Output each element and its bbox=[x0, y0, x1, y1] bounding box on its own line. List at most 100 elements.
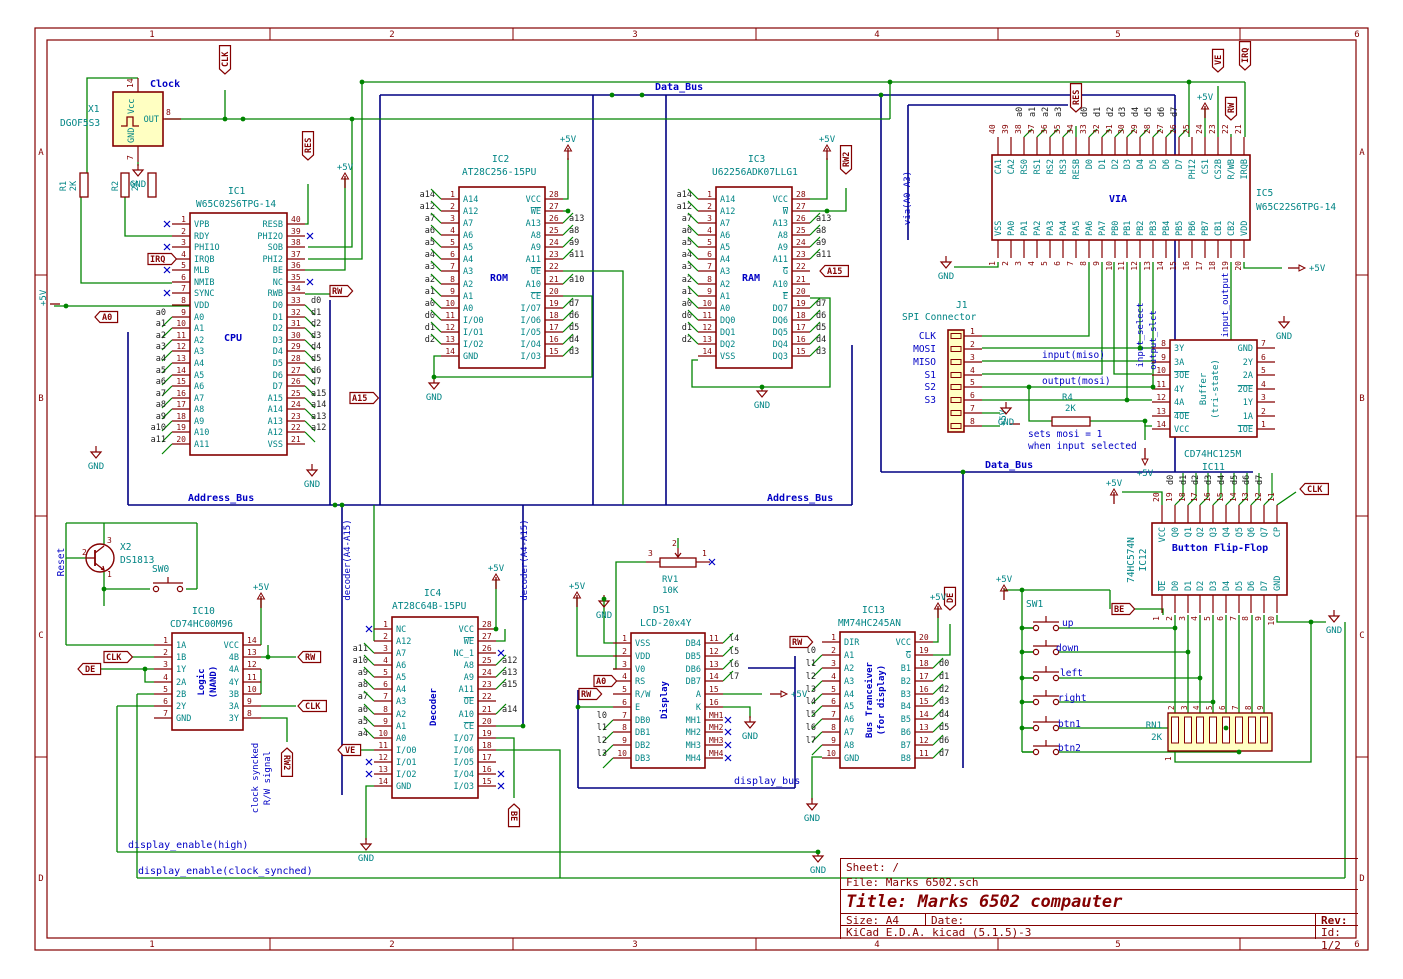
component-DS1[interactable]: 1VSS2VDD3V04RS5R/W6E7DB0l08DB1l19DB2l210… bbox=[597, 632, 740, 769]
net-label-DE[interactable]: DE bbox=[943, 586, 957, 611]
wire[interactable] bbox=[563, 158, 569, 200]
power-5v[interactable]: +5V bbox=[253, 583, 270, 608]
wire[interactable] bbox=[576, 597, 613, 657]
power-5v[interactable]: +5V bbox=[1288, 264, 1326, 274]
net-label-RW[interactable]: RW bbox=[578, 687, 603, 701]
power-5v[interactable]: +5V bbox=[770, 690, 808, 700]
net-label-CLK[interactable]: CLK bbox=[1299, 482, 1330, 496]
power-5v[interactable]: +5V bbox=[999, 409, 1020, 426]
component-IC12[interactable]: 20VCC19Q0d018Q1d117Q2d216Q3d315Q4d414Q5d… bbox=[1151, 473, 1288, 626]
switch-SW1-4[interactable] bbox=[1022, 716, 1060, 732]
net-label-VE[interactable]: VE bbox=[1211, 48, 1225, 73]
component-X1[interactable] bbox=[112, 78, 181, 162]
component-IC1[interactable]: 1VPB2RDY3PHI1O4IRQB5MLB6NMIB7SYNC8VDD9A0… bbox=[151, 212, 327, 456]
net-label-RW[interactable]: RW bbox=[297, 650, 322, 664]
wire[interactable] bbox=[365, 785, 374, 840]
power-5v[interactable]: +5V bbox=[560, 135, 577, 160]
power-5v[interactable]: +5V bbox=[1106, 479, 1123, 504]
component-IC3[interactable]: 1A14a142A12a123A7a74A6a65A5a56A4a47A3a38… bbox=[677, 186, 832, 369]
wire[interactable] bbox=[1276, 491, 1297, 506]
potentiometer-RV1[interactable] bbox=[659, 557, 697, 568]
resistor-R4[interactable] bbox=[1051, 416, 1091, 427]
transistor-X2[interactable] bbox=[85, 543, 115, 573]
net-label-RW[interactable]: RW bbox=[1224, 96, 1238, 121]
power-gnd[interactable]: GND bbox=[1276, 316, 1292, 342]
net-label-RW2[interactable]: RW2 bbox=[280, 747, 294, 777]
wire[interactable] bbox=[1134, 608, 1164, 615]
net-label-A15[interactable]: A15 bbox=[819, 264, 850, 278]
wire[interactable] bbox=[1090, 420, 1152, 427]
switch-SW1-2[interactable] bbox=[1022, 666, 1060, 682]
resistor-R3[interactable] bbox=[147, 172, 157, 198]
net-label-A0[interactable]: A0 bbox=[593, 674, 618, 688]
net-label-DE[interactable]: DE bbox=[77, 662, 102, 676]
power-gnd[interactable]: GND bbox=[130, 164, 146, 190]
net-label-RW2[interactable]: RW2 bbox=[839, 144, 853, 175]
wire[interactable] bbox=[1113, 262, 1152, 375]
net-label-CLK[interactable]: CLK bbox=[218, 45, 232, 75]
power-5v[interactable]: +5V bbox=[39, 289, 60, 306]
component-IC4[interactable]: 1NC2A123A7a114A6a105A5a96A4a87A3a78A2a69… bbox=[353, 616, 518, 799]
wire[interactable] bbox=[954, 262, 999, 268]
net-label-A15[interactable]: A15 bbox=[349, 391, 380, 405]
discrete-parts[interactable] bbox=[79, 172, 1091, 568]
switch-SW0[interactable] bbox=[152, 577, 184, 593]
power-5v[interactable]: +5V bbox=[930, 593, 947, 618]
wire[interactable] bbox=[433, 355, 441, 377]
power-gnd[interactable]: GND bbox=[1326, 610, 1342, 636]
wire[interactable] bbox=[1174, 622, 1312, 763]
wire[interactable] bbox=[80, 197, 172, 284]
power-5v[interactable]: +5V bbox=[996, 575, 1013, 600]
power-gnd[interactable]: GND bbox=[998, 402, 1014, 428]
power-5v[interactable]: +5V bbox=[337, 163, 354, 188]
wire[interactable] bbox=[305, 178, 346, 271]
component-IC2[interactable]: 1A14a142A12a123A7a74A6a65A5a56A4a47A3a38… bbox=[420, 186, 585, 369]
wire[interactable] bbox=[563, 270, 624, 505]
resistor-R1[interactable] bbox=[79, 172, 89, 198]
wire[interactable] bbox=[723, 706, 751, 718]
wire[interactable] bbox=[1028, 387, 1052, 422]
power-gnd[interactable]: GND bbox=[804, 798, 820, 824]
net-label-RES[interactable]: RES bbox=[1069, 82, 1083, 113]
wire[interactable] bbox=[982, 262, 1090, 337]
wire[interactable] bbox=[261, 717, 288, 742]
power-5v[interactable]: +5V bbox=[569, 582, 586, 607]
wire[interactable] bbox=[86, 77, 138, 173]
wire[interactable] bbox=[933, 608, 939, 643]
net-label-IRQ[interactable]: IRQ bbox=[1238, 40, 1252, 71]
power-5v[interactable]: +5V bbox=[1137, 448, 1154, 479]
wire[interactable] bbox=[496, 629, 506, 642]
power-5v[interactable]: +5V bbox=[1197, 93, 1214, 118]
wire[interactable] bbox=[1243, 262, 1282, 269]
component-IC13[interactable]: 1DIR2A1l03A2l14A3l25A4l36A5l47A6l58A7l69… bbox=[806, 631, 950, 769]
switch-SW1-0[interactable] bbox=[1022, 616, 1060, 632]
net-label-CLK[interactable]: CLK bbox=[103, 650, 134, 664]
net-label-RW[interactable]: RW bbox=[329, 284, 354, 298]
net-label-BE[interactable]: BE bbox=[507, 803, 521, 828]
wire[interactable] bbox=[308, 119, 353, 248]
net-label-BE[interactable]: BE bbox=[1111, 602, 1136, 616]
wire[interactable] bbox=[496, 749, 561, 878]
wire[interactable] bbox=[124, 197, 172, 237]
switch-SW1-3[interactable] bbox=[1022, 690, 1060, 706]
wire[interactable] bbox=[810, 188, 847, 212]
component-IC5[interactable]: 40CA139CA238RS0a037RS1a136RS2a235RS3a334… bbox=[988, 107, 1251, 271]
power-5v[interactable]: +5V bbox=[488, 564, 505, 589]
net-label-A0[interactable]: A0 bbox=[94, 310, 119, 324]
wire[interactable] bbox=[691, 359, 762, 388]
wire[interactable] bbox=[1122, 491, 1163, 505]
wire[interactable] bbox=[434, 295, 593, 378]
power-gnd[interactable]: GND bbox=[426, 377, 442, 403]
net-label-VE[interactable]: VE bbox=[337, 743, 362, 757]
net-label-RES[interactable]: RES bbox=[301, 131, 315, 161]
switch-SW1-5[interactable] bbox=[1022, 740, 1060, 756]
wire[interactable] bbox=[144, 669, 154, 683]
net-label-RW[interactable]: RW bbox=[789, 635, 814, 649]
wire[interactable] bbox=[496, 737, 515, 798]
component-IC11[interactable]: 83Y93A103OE114Y124A134OE14VCC7GND62Y52A4… bbox=[1152, 339, 1275, 438]
wire[interactable] bbox=[603, 598, 613, 644]
power-gnd[interactable]: GND bbox=[88, 446, 104, 472]
wire[interactable] bbox=[305, 184, 309, 225]
resistor-R2[interactable] bbox=[120, 172, 130, 198]
power-gnd[interactable]: GND bbox=[938, 256, 954, 282]
